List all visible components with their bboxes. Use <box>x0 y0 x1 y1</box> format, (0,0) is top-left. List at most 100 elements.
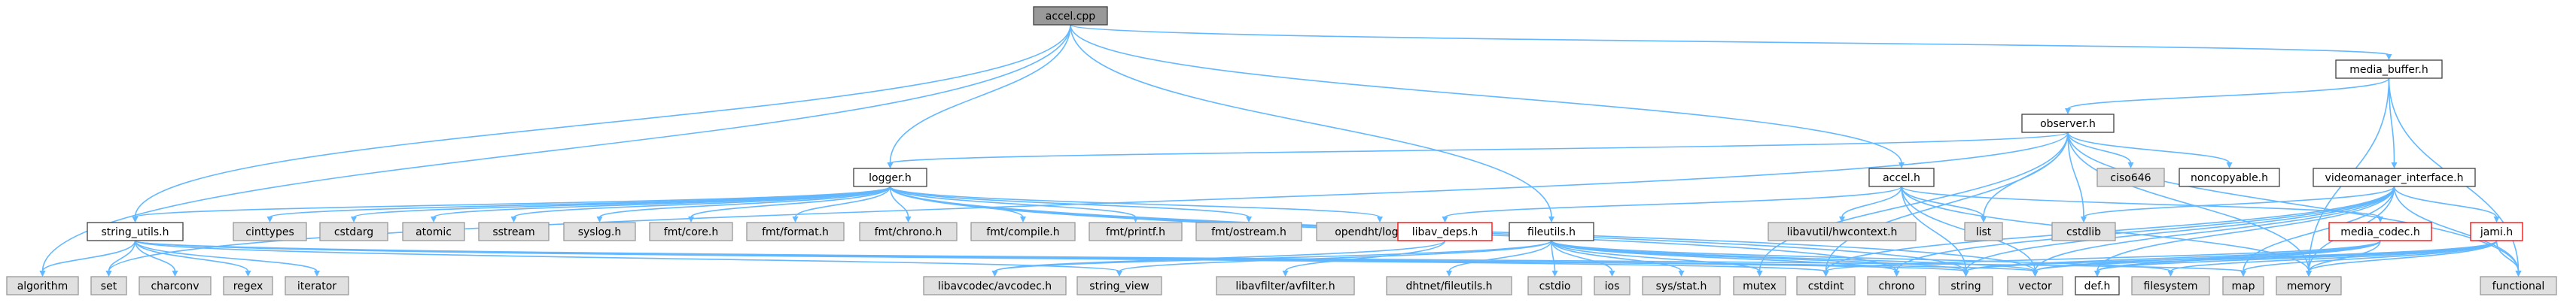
node-box <box>139 276 212 295</box>
node-libav-deps-h[interactable]: libav_deps.h <box>1397 222 1493 241</box>
node-label: list <box>1976 226 1992 238</box>
node-fileutils-h[interactable]: fileutils.h <box>1509 222 1594 241</box>
node-memory: memory <box>2276 276 2342 295</box>
node-box <box>2007 276 2063 295</box>
node-vector: vector <box>2007 276 2063 295</box>
node-label: memory <box>2287 280 2331 292</box>
arrowhead-fileutils_h-to-sys_stat_h <box>1678 271 1685 277</box>
node-box <box>1642 276 1721 295</box>
node-sys-stat-h: sys/stat.h <box>1642 276 1721 295</box>
arrowhead-logger_h-to-fmt_format_h <box>792 217 799 223</box>
node-label: iterator <box>297 280 336 292</box>
node-box <box>319 222 388 241</box>
node-label: syslog.h <box>578 226 622 238</box>
edge-fileutils_h-to-string_view <box>1119 240 1552 272</box>
node-string-utils-h[interactable]: string_utils.h <box>87 222 184 241</box>
node-atomic: atomic <box>402 222 465 241</box>
arrowhead-logger_h-to-fmt_core_h <box>688 217 694 223</box>
edge-logger_h-to-fmt_ostream_h <box>889 186 1250 218</box>
edge-jami_h-to-map <box>2243 240 2498 272</box>
node-box <box>1964 222 2003 241</box>
node-box <box>2276 276 2342 295</box>
node-label: libavfilter/avfilter.h <box>1235 280 1335 292</box>
node-videomanager-interface-h[interactable]: videomanager_interface.h <box>2313 168 2476 187</box>
node-noncopyable-h[interactable]: noncopyable.h <box>2179 168 2280 187</box>
arrowhead-logger_h-to-string_utils_h <box>132 217 139 223</box>
arrowhead-media_codec_h-to-cstdint <box>1822 271 1829 277</box>
node-label: def.h <box>2084 280 2111 292</box>
node-jami-h[interactable]: jami.h <box>2470 222 2523 241</box>
node-fmt-format-h: fmt/format.h <box>746 222 845 241</box>
arrowhead-jami_h-to-map <box>2240 271 2246 277</box>
node-ios: ios <box>1594 276 1631 295</box>
edge-libav_deps_h-to-libavfilter_avfilter_h <box>1284 240 1446 272</box>
edge-fileutils_h-to-ios <box>1551 240 1613 272</box>
node-box <box>563 222 636 241</box>
node-box <box>1868 168 1935 187</box>
node-label: noncopyable.h <box>2191 172 2268 184</box>
node-def-h[interactable]: def.h <box>2075 276 2120 295</box>
node-label: fmt/chrono.h <box>875 226 942 238</box>
edge-fileutils_h-to-libavcodec_avcodec_h <box>994 240 1552 272</box>
edge-logger_h-to-string_utils_h <box>134 186 891 218</box>
node-cinttypes: cinttypes <box>233 222 307 241</box>
node-box <box>2470 222 2523 241</box>
edge-logger_h-to-syslog_h <box>598 186 891 218</box>
node-label: cstdarg <box>334 226 373 238</box>
edge-fileutils_h-to-chrono <box>1551 240 1898 272</box>
node-media-codec-h[interactable]: media_codec.h <box>2328 222 2432 241</box>
edge-string_utils_h-to-map <box>134 240 2244 272</box>
node-label: libav_deps.h <box>1412 226 1478 238</box>
edge-videomanager_interface_h-to-jami_h <box>2393 186 2498 218</box>
edge-observer_h-to-cstdint <box>1825 132 2069 272</box>
node-accel-cpp[interactable]: accel.cpp <box>1033 6 1108 26</box>
edge-observer_h-to-cstdlib <box>2067 132 2084 218</box>
edge-fileutils_h-to-sys_stat_h <box>1551 240 1682 272</box>
node-label: videomanager_interface.h <box>2325 172 2464 184</box>
node-label: filesystem <box>2144 280 2198 292</box>
node-box <box>2051 222 2116 241</box>
node-label: functional <box>2492 280 2545 292</box>
node-libavfilter-avfilter-h: libavfilter/avfilter.h <box>1216 276 1355 295</box>
node-label: charconv <box>151 280 199 292</box>
edge-accel_h-to-list <box>1901 186 1984 218</box>
node-box <box>478 222 550 241</box>
node-label: map <box>2231 280 2255 292</box>
node-accel-h[interactable]: accel.h <box>1868 168 1935 187</box>
edge-observer_h-to-set <box>108 132 2069 272</box>
node-box <box>1397 222 1493 241</box>
node-box <box>746 222 845 241</box>
node-filesystem: filesystem <box>2131 276 2210 295</box>
node-logger-h[interactable]: logger.h <box>853 168 927 187</box>
node-box <box>1089 222 1183 241</box>
node-set: set <box>90 276 127 295</box>
node-cstdint: cstdint <box>1796 276 1856 295</box>
arrowhead-logger_h-to-cinttypes <box>266 217 273 223</box>
node-box <box>285 276 349 295</box>
arrowhead-fileutils_h-to-cstdio <box>1551 271 1558 277</box>
node-media-buffer-h[interactable]: media_buffer.h <box>2335 59 2443 79</box>
arrowhead-observer_h-to-noncopyable_h <box>2226 162 2233 168</box>
node-observer-h[interactable]: observer.h <box>2021 114 2115 133</box>
node-label: string_view <box>1089 280 1149 292</box>
node-iterator: iterator <box>285 276 349 295</box>
arrowhead-accel_h-to-list <box>1981 217 1987 223</box>
edge-fileutils_h-to-cstdio <box>1551 240 1556 272</box>
arrowhead-fileutils_h-to-chrono <box>1893 271 1900 277</box>
node-box <box>87 222 184 241</box>
edge-string_utils_h-to-string_view <box>134 240 1120 272</box>
arrowhead-videomanager_interface_h-to-jami_h <box>2493 217 2500 223</box>
arrowhead-string_utils_h-to-charconv <box>172 271 178 277</box>
edge-observer_h-to-ciso646 <box>2067 132 2132 164</box>
arrowhead-accel_cpp-to-fileutils_h <box>1548 217 1554 223</box>
node-list: list <box>1964 222 2003 241</box>
arrowhead-string_utils_h-to-iterator <box>314 271 320 277</box>
node-fmt-chrono-h: fmt/chrono.h <box>859 222 958 241</box>
edge-videomanager_interface_h-to-functional <box>2393 186 2520 272</box>
node-label: libavutil/hwcontext.h <box>1787 226 1898 238</box>
node-box <box>1527 276 1582 295</box>
edge-jami_h-to-vector <box>2034 240 2498 272</box>
arrowhead-logger_h-to-cstdarg <box>351 217 357 223</box>
node-box <box>2328 222 2432 241</box>
node-label: observer.h <box>2040 118 2096 130</box>
